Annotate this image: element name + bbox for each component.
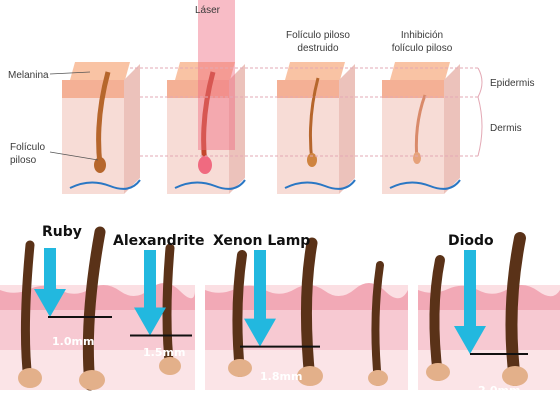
depth-label-ruby: 1.0mm bbox=[52, 335, 94, 348]
tech-name-xenon-lamp: Xenon Lamp bbox=[213, 233, 310, 249]
label-melanina: Melanina bbox=[8, 70, 49, 81]
tech-name-diodo: Diodo bbox=[448, 233, 494, 249]
arrow-shape bbox=[34, 248, 66, 317]
skin-block-1 bbox=[62, 62, 141, 194]
arrow-shape bbox=[454, 250, 486, 354]
arrow-diodo bbox=[454, 250, 528, 355]
arrow-shape bbox=[134, 250, 166, 336]
skin-block-4 bbox=[382, 62, 461, 194]
skin-block-3 bbox=[277, 62, 356, 194]
foliculo-leader bbox=[49, 151, 99, 161]
melanina-leader bbox=[49, 71, 91, 75]
label-epidermis: Epidermis bbox=[490, 78, 534, 89]
tech-name-ruby: Ruby bbox=[42, 224, 82, 240]
laser-beam bbox=[198, 0, 235, 150]
depth-label-alexandrite: 1.5mm bbox=[143, 346, 185, 359]
depth-label-xenon-lamp: 1.8mm bbox=[260, 370, 302, 383]
arrow-shape bbox=[244, 250, 276, 347]
label-foliculo-line2: piloso bbox=[10, 155, 37, 166]
label-dermis: Dermis bbox=[490, 123, 522, 134]
arrow-alexandrite bbox=[130, 250, 192, 337]
tech-name-alexandrite: Alexandrite bbox=[113, 233, 205, 249]
skin-block-2 bbox=[167, 0, 246, 194]
label-destroyed-line2: destruido bbox=[297, 43, 339, 54]
label-destroyed-line1: Folículo piloso bbox=[286, 30, 350, 41]
label-inhibition-line1: Inhibición bbox=[401, 30, 443, 41]
depth-label-diodo: 2.0mm bbox=[478, 384, 520, 397]
arrow-xenon-lamp bbox=[240, 250, 320, 348]
arrows-layer bbox=[34, 248, 528, 355]
hairs bbox=[18, 226, 528, 391]
epidermis-bracket bbox=[477, 67, 483, 98]
label-laser: Láser bbox=[195, 5, 221, 16]
label-foliculo-line1: Folículo bbox=[10, 142, 45, 153]
dermis-bracket bbox=[477, 96, 483, 157]
arrow-ruby bbox=[34, 248, 112, 318]
label-inhibition-line2: folículo piloso bbox=[392, 43, 453, 54]
